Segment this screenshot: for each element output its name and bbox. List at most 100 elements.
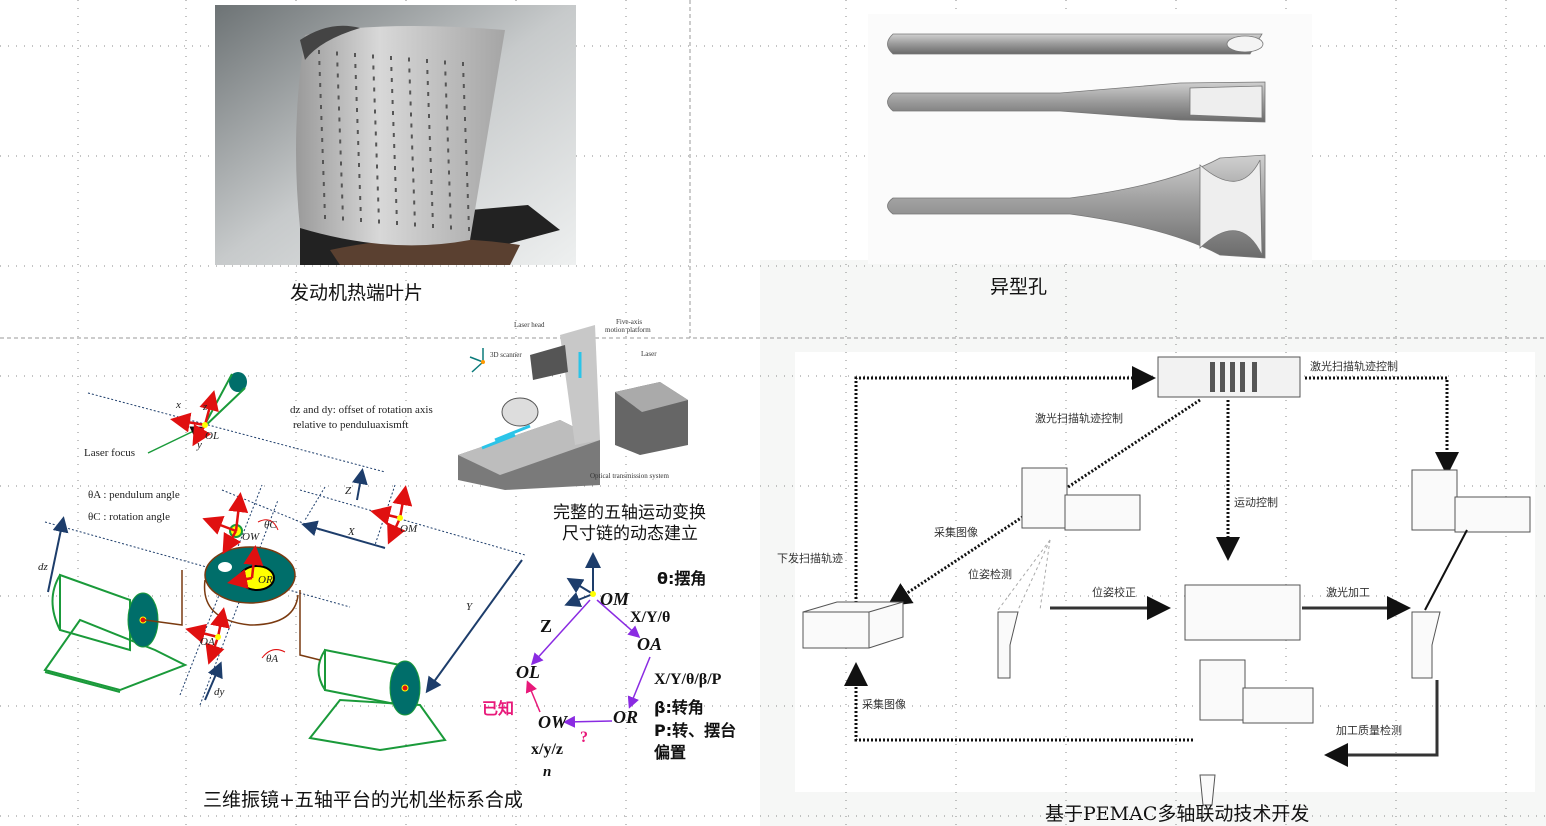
chain-xyz: x/y/z bbox=[531, 741, 563, 758]
cooling-hole bbox=[321, 149, 324, 153]
cooling-hole bbox=[412, 167, 414, 172]
cooling-hole bbox=[336, 51, 338, 56]
optical-machine-coordinate-diagram: dz and dy: offset of rotation axis relat… bbox=[38, 372, 526, 752]
chain-title-line2: 尺寸链的动态建立 bbox=[562, 524, 698, 544]
origin-om-label: OM bbox=[400, 523, 418, 535]
theta-c-label: θC bbox=[264, 519, 277, 531]
cooling-hole bbox=[396, 221, 398, 225]
cooling-hole bbox=[450, 225, 452, 230]
cooling-hole bbox=[318, 72, 321, 76]
cooling-hole bbox=[374, 131, 377, 136]
cooling-hole bbox=[374, 109, 376, 114]
chain-beta-note: β:转角 bbox=[654, 698, 704, 717]
controller-icon bbox=[1157, 356, 1301, 398]
laser-focus-label: Laser focus bbox=[84, 447, 135, 459]
cooling-hole bbox=[318, 61, 321, 65]
cooling-hole bbox=[339, 150, 342, 155]
cooling-hole bbox=[412, 189, 415, 194]
cooling-hole bbox=[430, 180, 433, 184]
cooling-hole bbox=[355, 86, 358, 90]
cooling-hole bbox=[410, 134, 413, 139]
cooling-hole bbox=[339, 139, 342, 144]
cooling-hole bbox=[375, 153, 378, 158]
chain-unknown-label: ? bbox=[580, 729, 588, 746]
cooling-hole bbox=[323, 193, 326, 197]
label-laser-processing: 激光加工 bbox=[1326, 585, 1370, 599]
cooling-hole bbox=[372, 54, 374, 59]
cooling-hole bbox=[373, 98, 376, 103]
cooling-hole bbox=[357, 141, 360, 145]
cooling-hole bbox=[341, 205, 344, 210]
label-quality-inspection: 加工质量检测 bbox=[1336, 723, 1402, 737]
label-motion-control: 运动控制 bbox=[1234, 495, 1278, 509]
cooling-hole bbox=[354, 53, 356, 57]
cooling-hole bbox=[392, 133, 395, 137]
cooling-hole bbox=[444, 60, 446, 65]
cooling-hole bbox=[414, 222, 416, 227]
cooling-hole bbox=[338, 117, 341, 122]
theta-a-label: θA bbox=[266, 653, 278, 665]
cooling-hole bbox=[337, 95, 340, 100]
cooling-hole bbox=[374, 120, 377, 125]
cooling-hole bbox=[336, 62, 339, 67]
cooling-hole bbox=[449, 203, 452, 208]
cooling-hole bbox=[444, 71, 447, 76]
cooling-hole bbox=[392, 122, 395, 126]
cooling-hole bbox=[395, 210, 398, 214]
cooling-hole bbox=[393, 144, 396, 148]
cooling-hole bbox=[446, 126, 449, 131]
cooling-hole bbox=[430, 169, 432, 173]
cooling-hole bbox=[408, 68, 411, 73]
flowchart-panel bbox=[795, 352, 1535, 792]
cooling-hole bbox=[464, 117, 466, 121]
cooling-hole bbox=[338, 106, 340, 111]
cooling-hole bbox=[463, 106, 466, 110]
axis-label-y: y bbox=[196, 439, 202, 451]
cooling-hole bbox=[356, 130, 359, 134]
cooling-hole bbox=[393, 155, 396, 159]
cooling-hole bbox=[342, 216, 344, 221]
cooling-hole bbox=[408, 57, 410, 62]
cooling-hole bbox=[446, 137, 449, 142]
origin-or-label: OR bbox=[258, 574, 273, 586]
cooling-hole bbox=[394, 188, 397, 192]
quadrant-dividers bbox=[0, 0, 1546, 339]
cooling-hole bbox=[413, 211, 416, 216]
cooling-hole bbox=[320, 127, 323, 131]
label-send-scan-path: 下发扫描轨迹 bbox=[777, 551, 843, 565]
cooling-hole bbox=[445, 104, 448, 109]
laser-label: Laser bbox=[641, 350, 657, 358]
cooling-hole bbox=[395, 199, 398, 203]
cooling-hole bbox=[392, 111, 394, 115]
origin-oa-label: OA bbox=[200, 636, 215, 648]
cooling-hole bbox=[323, 204, 326, 208]
cooling-hole bbox=[390, 67, 393, 71]
cooling-hole bbox=[340, 183, 343, 188]
cooling-hole bbox=[378, 219, 380, 224]
pemac-caption: 基于PEMAC多轴联动技术开发 bbox=[1045, 803, 1309, 825]
chain-p-note-1: P:转、摆台 bbox=[654, 721, 736, 740]
motion-platform-label: motion platform bbox=[605, 326, 651, 334]
cooling-hole bbox=[341, 194, 344, 199]
cooling-hole bbox=[426, 70, 429, 74]
chain-oa: OA bbox=[637, 634, 662, 654]
pemac-flowchart bbox=[802, 356, 1531, 806]
cooling-hole bbox=[444, 82, 447, 87]
cooling-hole bbox=[409, 101, 412, 106]
cooling-hole bbox=[413, 200, 416, 205]
five-axis-machine-render bbox=[458, 325, 688, 490]
origin-ow-label: OW bbox=[242, 531, 260, 543]
cooling-hole bbox=[448, 181, 451, 186]
cooling-hole bbox=[318, 50, 320, 54]
cooling-hole bbox=[322, 182, 325, 186]
cooling-hole bbox=[410, 112, 412, 117]
cooling-hole bbox=[467, 205, 470, 209]
cooling-hole bbox=[358, 163, 360, 167]
cooling-hole bbox=[427, 92, 430, 96]
cooling-hole bbox=[462, 73, 465, 77]
coordinate-caption: 三维振镜+五轴平台的光机坐标系合成 bbox=[203, 789, 523, 811]
cooling-hole bbox=[356, 119, 359, 123]
cooling-hole bbox=[340, 172, 343, 177]
cooling-hole bbox=[464, 128, 467, 132]
chain-om: OM bbox=[600, 589, 630, 609]
